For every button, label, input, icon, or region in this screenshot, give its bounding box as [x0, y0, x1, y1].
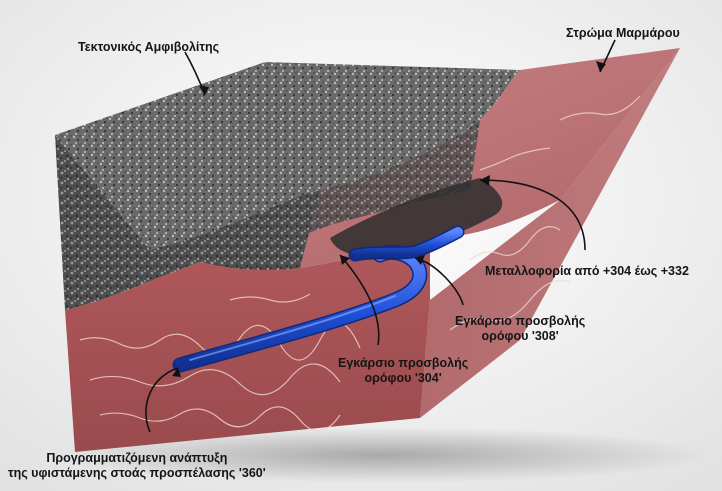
- label-crosscut-304-line2: ορόφου '304': [338, 371, 468, 386]
- label-marble: Στρώμα Μαρμάρου: [566, 26, 680, 41]
- label-access-gallery: Προγραμματιζόμενη ανάπτυξη της υφιστάμεν…: [8, 451, 266, 481]
- label-access-gallery-line1: Προγραμματιζόμενη ανάπτυξη: [8, 451, 266, 466]
- label-mineralization: Μεταλλοφορία από +304 έως +332: [485, 264, 689, 279]
- label-crosscut-308: Εγκάρσιο προσβολής ορόφου '308': [455, 314, 585, 344]
- label-crosscut-308-line2: ορόφου '308': [455, 329, 585, 344]
- label-amphibolite: Τεκτονικός Αμφιβολίτης: [78, 40, 219, 55]
- label-crosscut-308-line1: Εγκάρσιο προσβολής: [455, 314, 585, 329]
- label-crosscut-304-line1: Εγκάρσιο προσβολής: [338, 356, 468, 371]
- label-access-gallery-line2: της υφιστάμενης στοάς προσπέλασης '360': [8, 466, 266, 481]
- label-crosscut-304: Εγκάρσιο προσβολής ορόφου '304': [338, 356, 468, 386]
